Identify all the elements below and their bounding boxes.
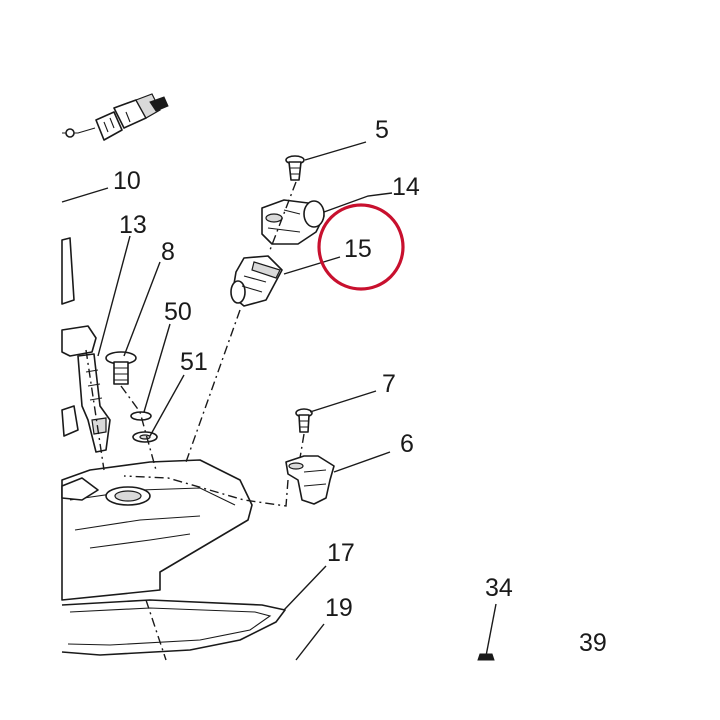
washer-50 [130,411,152,421]
assembly-lines [85,181,305,661]
part-label-5: 5 [375,116,389,144]
ignition-coil [61,237,111,453]
screw-7 [295,408,313,433]
bolt-34 [477,653,495,661]
part-label-6: 6 [400,430,414,458]
part-label-51: 51 [180,348,208,376]
part-label-19: 19 [325,594,353,622]
leader-lines [61,141,497,661]
bolt-5 [285,155,305,181]
part-label-50: 50 [164,298,192,326]
sensor-15 [230,255,283,307]
bolt-8 [105,351,137,385]
part-label-39: 39 [579,629,607,657]
sensor-bracket-14 [261,199,325,245]
part-label-14: 14 [392,173,420,201]
highlight-circle [317,203,405,291]
part-label-13: 13 [119,211,147,239]
part-label-17: 17 [327,539,355,567]
sensor-6 [285,455,335,505]
washer-51 [132,431,158,443]
wiring-connector [62,93,169,141]
cylinder-head-cover [61,459,286,656]
part-label-8: 8 [161,238,175,266]
part-label-7: 7 [382,370,396,398]
part-label-34: 34 [485,574,513,602]
part-label-10: 10 [113,167,141,195]
part-label-15: 15 [344,235,372,263]
part-labels: 5 14 15 10 13 8 50 51 7 6 17 19 34 39 [113,116,607,657]
